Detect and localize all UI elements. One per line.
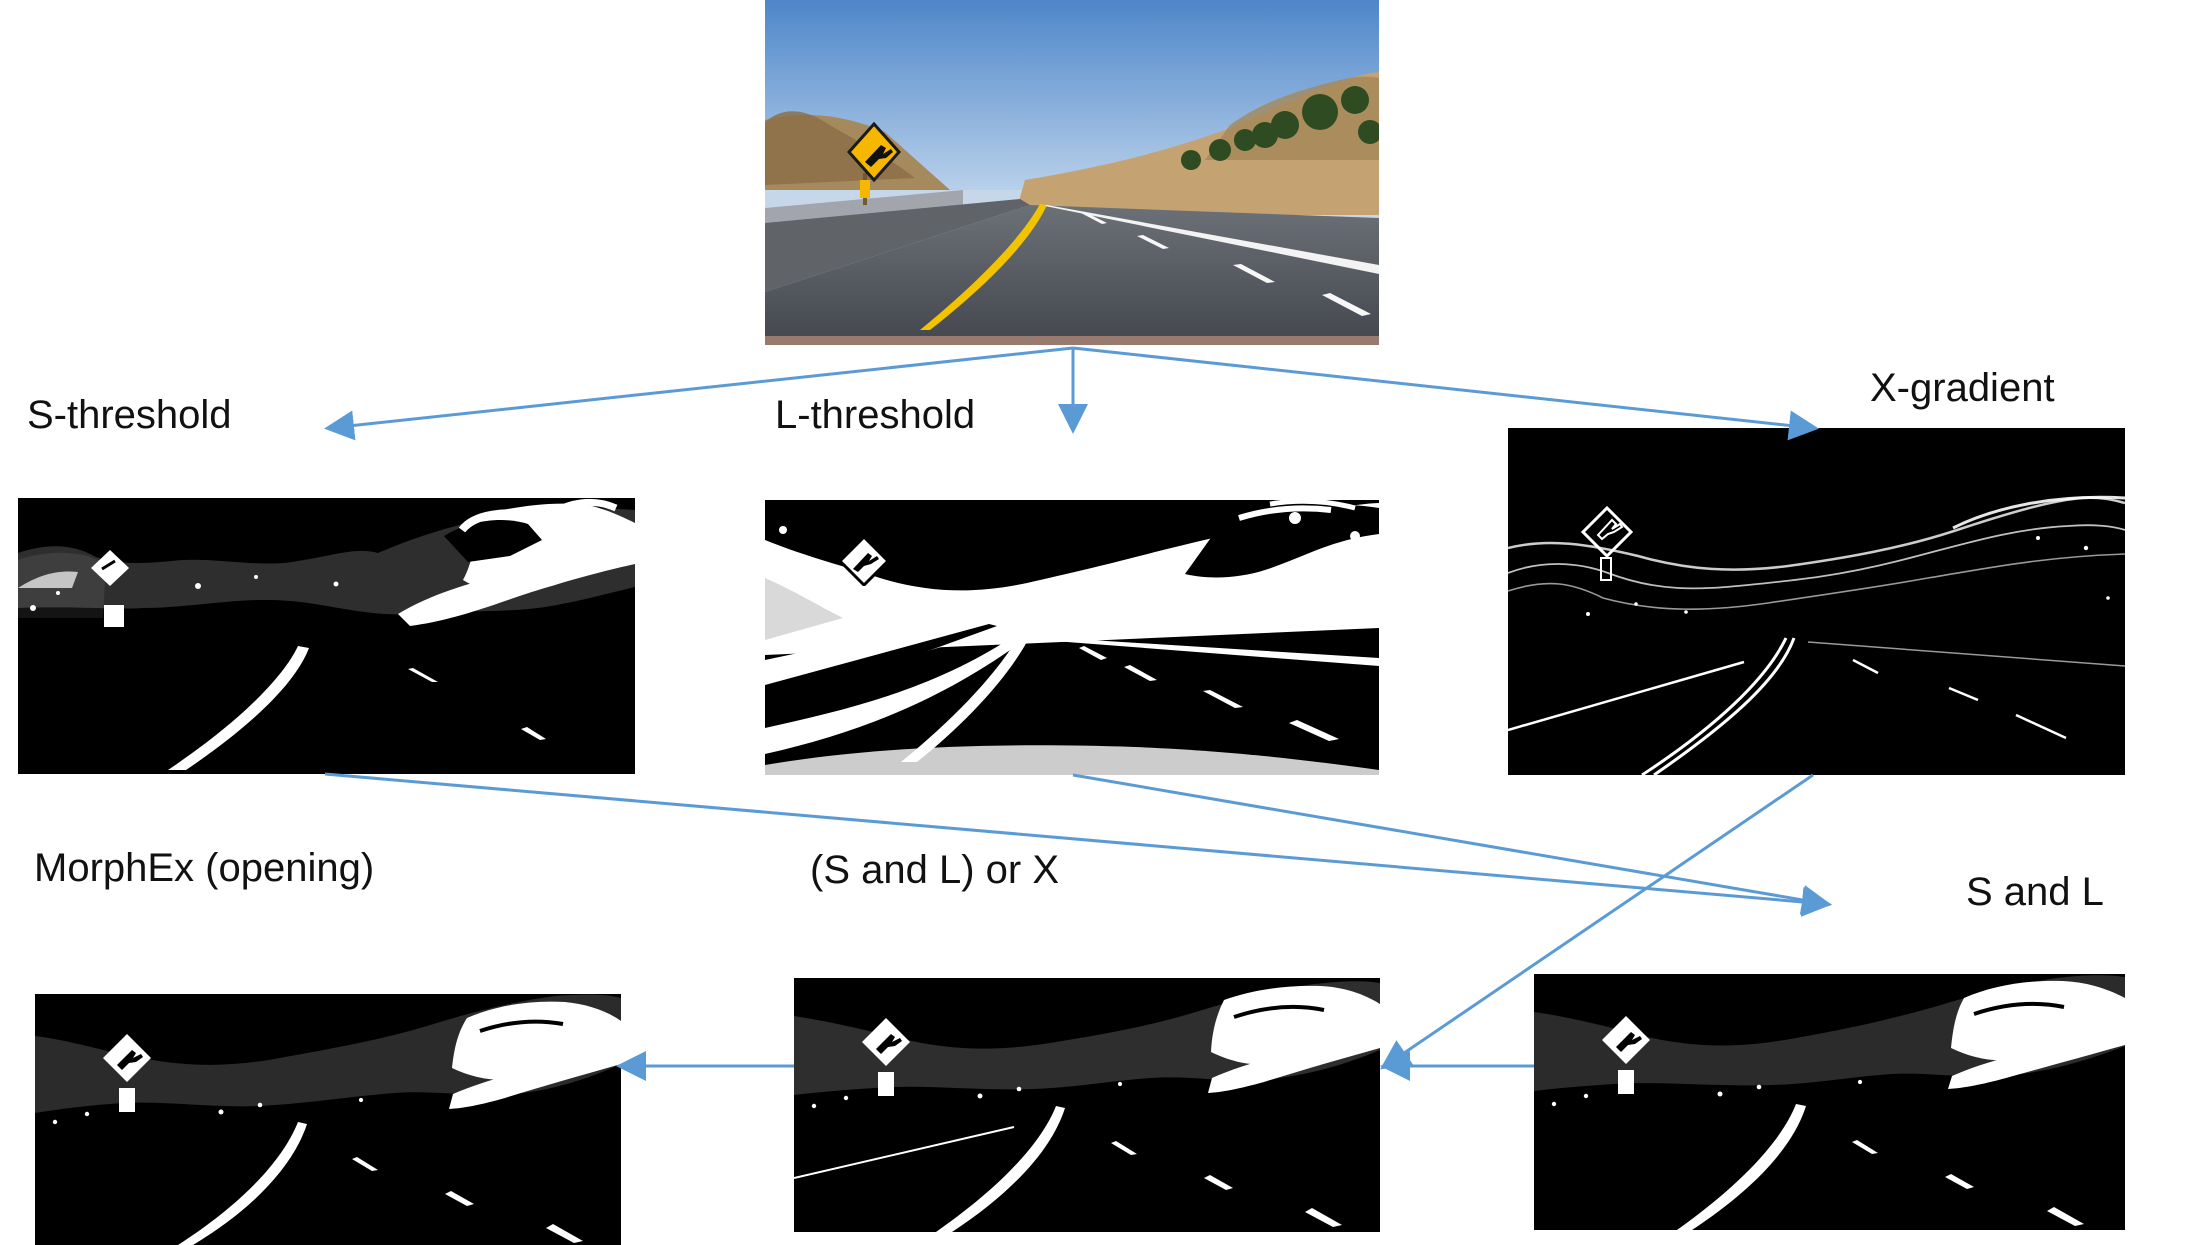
l-threshold-panel	[765, 500, 1379, 775]
original-road-image	[765, 0, 1379, 345]
s-and-l-or-x-panel	[794, 978, 1380, 1232]
s-threshold-image	[18, 498, 635, 774]
s-and-l-panel	[1534, 974, 2125, 1230]
x-gradient-image	[1508, 428, 2125, 775]
x-gradient-label: X-gradient	[1870, 366, 2055, 410]
l-threshold-image	[765, 500, 1379, 775]
s-and-l-image	[1534, 974, 2125, 1230]
x-gradient-panel	[1508, 428, 2125, 775]
arrow-original-to-x-gradient	[1072, 346, 1819, 441]
arrow-s-threshold-to-s-and-l	[324, 772, 1832, 917]
original-road-svg	[765, 0, 1379, 345]
s-threshold-panel	[18, 498, 635, 774]
l-threshold-label: L-threshold	[775, 393, 976, 437]
morphex-opening-panel	[35, 994, 621, 1245]
morphex-opening-label: MorphEx (opening)	[34, 846, 375, 890]
deer-crossing-sign-icon	[846, 121, 902, 183]
s-and-l-or-x-label: (S and L) or X	[810, 848, 1060, 892]
s-and-l-or-x-image	[794, 978, 1380, 1232]
s-threshold-label: S-threshold	[27, 393, 232, 437]
arrow-l-threshold-to-s-and-l	[1072, 773, 1832, 915]
morphex-opening-image	[35, 994, 621, 1245]
s-and-l-label: S and L	[1966, 870, 2104, 914]
